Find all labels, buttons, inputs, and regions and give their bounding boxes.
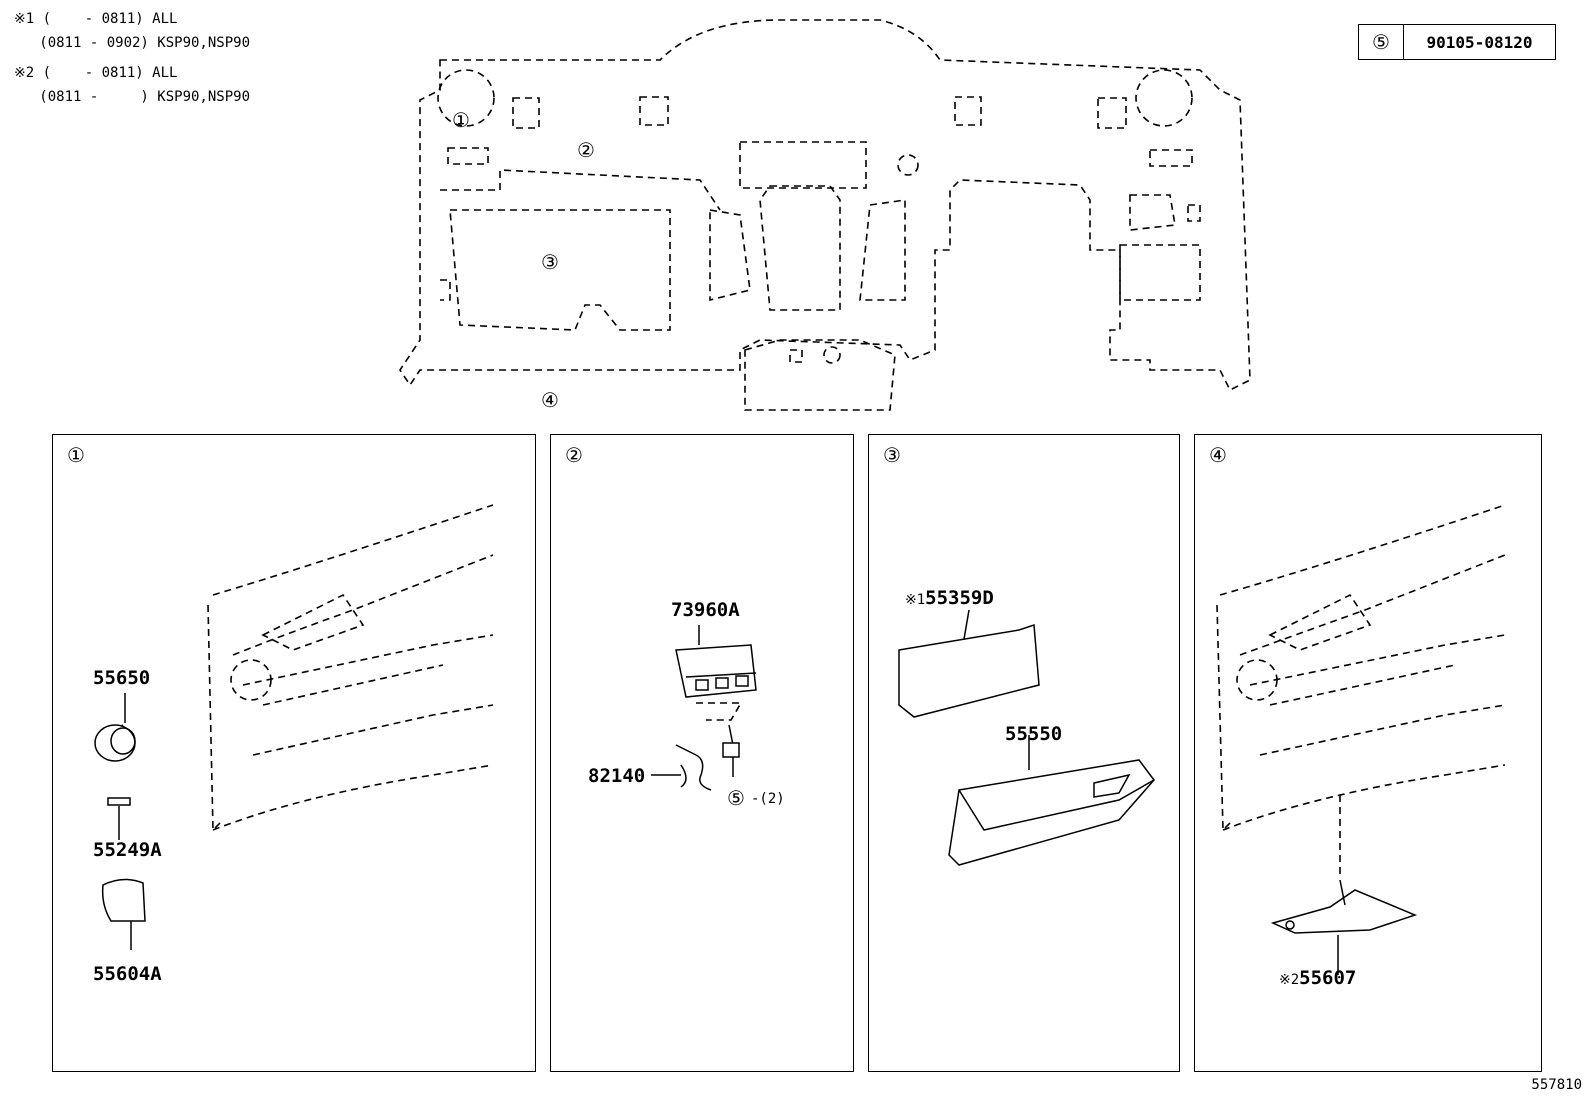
panel-3-drawing — [898, 609, 1155, 866]
bolt-quantity: -(2) — [751, 791, 785, 807]
overview-callout-4[interactable]: ④ — [541, 390, 559, 412]
part-82140[interactable]: 82140 — [588, 765, 646, 787]
panel-1: ① 55650 55249A 55604A — [52, 434, 536, 1072]
panel-2: ② 73960A 82140 ⑤ -(2) — [550, 434, 854, 1072]
note-mark-2: ※2 — [1279, 972, 1300, 988]
panel-3: ③ ※155359D 55550 — [868, 434, 1180, 1072]
panel-2-drawing — [651, 625, 757, 791]
panel-3-label: ③ — [883, 445, 901, 467]
bolt-callout[interactable]: ⑤ — [727, 786, 745, 810]
dashboard-overview-drawing — [399, 19, 1251, 411]
note-2-line-1: ※2 ( - 0811) ALL — [14, 65, 178, 81]
note-1-line-2: (0811 - 0902) KSP90,NSP90 — [14, 35, 251, 51]
part-55249A[interactable]: 55249A — [93, 839, 162, 861]
panel-1-drawing — [94, 504, 494, 950]
part-55604A[interactable]: 55604A — [93, 963, 162, 985]
note-1-line-1: ※1 ( - 0811) ALL — [14, 11, 178, 27]
overview-callout-1[interactable]: ① — [452, 110, 470, 132]
note-mark-1: ※1 — [905, 592, 926, 608]
part-55359D[interactable]: ※155359D — [905, 587, 994, 609]
bolt-reference-box: ⑤ 90105-08120 — [1358, 24, 1556, 60]
part-55359D-number: 55359D — [925, 587, 994, 609]
panel-2-label: ② — [565, 445, 583, 467]
part-55650[interactable]: 55650 — [93, 667, 151, 689]
part-55607[interactable]: ※255607 — [1279, 967, 1356, 989]
part-55550[interactable]: 55550 — [1005, 723, 1063, 745]
panel-4: ④ ※255607 — [1194, 434, 1542, 1072]
overview-callout-2[interactable]: ② — [577, 140, 595, 162]
bolt-ref-circle: ⑤ — [1359, 25, 1404, 59]
part-73960A[interactable]: 73960A — [671, 599, 740, 621]
overview-callout-3[interactable]: ③ — [541, 252, 559, 274]
panel-4-drawing — [1216, 504, 1506, 975]
panel-4-label: ④ — [1209, 445, 1227, 467]
panel-1-label: ① — [67, 445, 85, 467]
note-2-line-2: (0811 - ) KSP90,NSP90 — [14, 89, 251, 105]
diagram-code: 557810 — [1531, 1077, 1582, 1093]
part-55607-number: 55607 — [1299, 967, 1357, 989]
bolt-ref-part-number[interactable]: 90105-08120 — [1426, 32, 1533, 52]
